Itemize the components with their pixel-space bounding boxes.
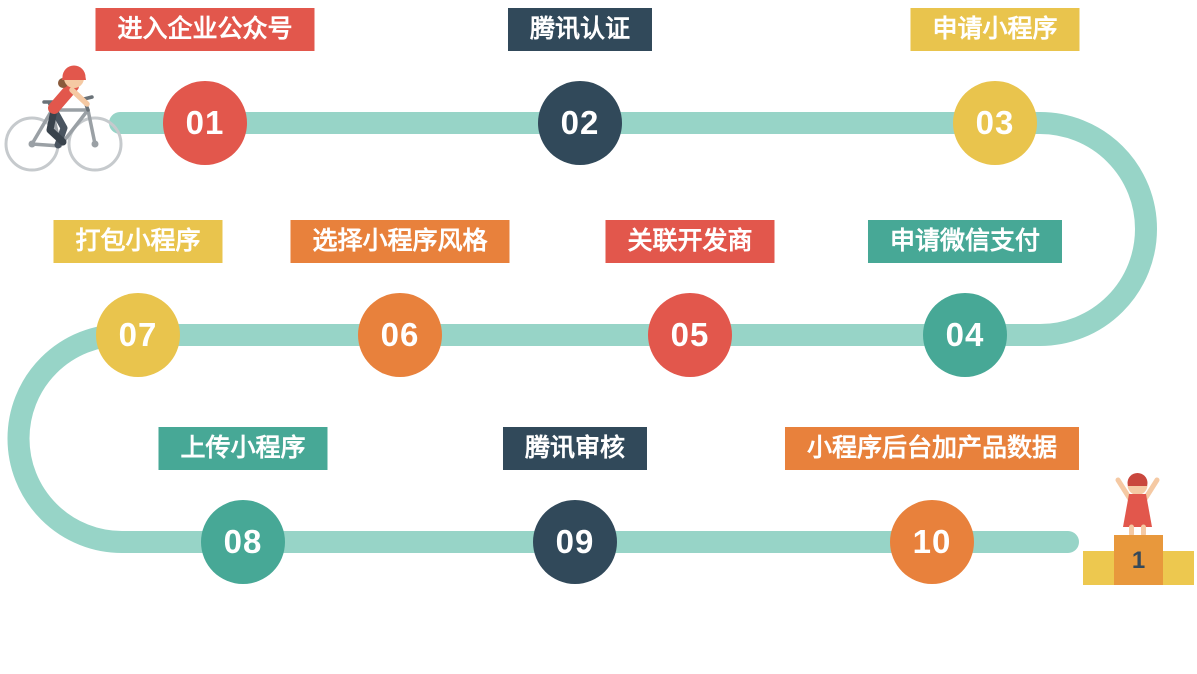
step-node-10: 小程序后台加产品数据 10 [784,426,1080,584]
step-label-09: 腾讯审核 [502,426,648,470]
step-number-10: 10 [912,523,952,560]
step-circle-05: 05 [648,293,732,377]
cyclist-icon [4,65,123,172]
step-number-01: 01 [185,104,225,141]
step-circle-10: 10 [890,500,974,584]
step-label-07: 打包小程序 [53,219,223,263]
step-circle-06: 06 [358,293,442,377]
step-number-09: 09 [555,523,595,560]
step-circle-09: 09 [533,500,617,584]
step-label-01: 进入企业公众号 [95,7,315,51]
step-circle-04: 04 [923,293,1007,377]
step-number-07: 07 [118,316,158,353]
step-node-07: 打包小程序 07 [53,219,223,377]
winner-podium-icon: 1 [1083,473,1194,585]
step-number-06: 06 [380,316,420,353]
step-label-05: 关联开发商 [605,219,775,263]
step-circle-03: 03 [953,81,1037,165]
step-number-08: 08 [223,523,263,560]
step-node-06: 选择小程序风格 06 [290,219,510,377]
step-label-03: 申请小程序 [910,7,1080,51]
step-number-02: 02 [560,104,600,141]
step-node-03: 申请小程序 03 [910,7,1080,165]
podium-rank-label: 1 [1132,547,1145,574]
step-label-06: 选择小程序风格 [290,219,510,263]
step-node-08: 上传小程序 08 [158,426,328,584]
step-node-04: 申请微信支付 04 [867,219,1063,377]
step-label-08: 上传小程序 [158,426,328,470]
flow-path [7,112,1157,553]
step-circle-02: 02 [538,81,622,165]
step-number-04: 04 [945,316,985,353]
step-node-05: 关联开发商 05 [605,219,775,377]
step-label-02: 腾讯认证 [507,7,653,51]
step-circle-07: 07 [96,293,180,377]
step-circle-08: 08 [201,500,285,584]
step-node-02: 腾讯认证 02 [507,7,653,165]
step-number-03: 03 [975,104,1015,141]
step-node-01: 进入企业公众号 01 [95,7,315,165]
step-node-09: 腾讯审核 09 [502,426,648,584]
step-number-05: 05 [670,316,710,353]
step-label-04: 申请微信支付 [867,219,1063,263]
step-circle-01: 01 [163,81,247,165]
step-label-10: 小程序后台加产品数据 [784,426,1080,470]
